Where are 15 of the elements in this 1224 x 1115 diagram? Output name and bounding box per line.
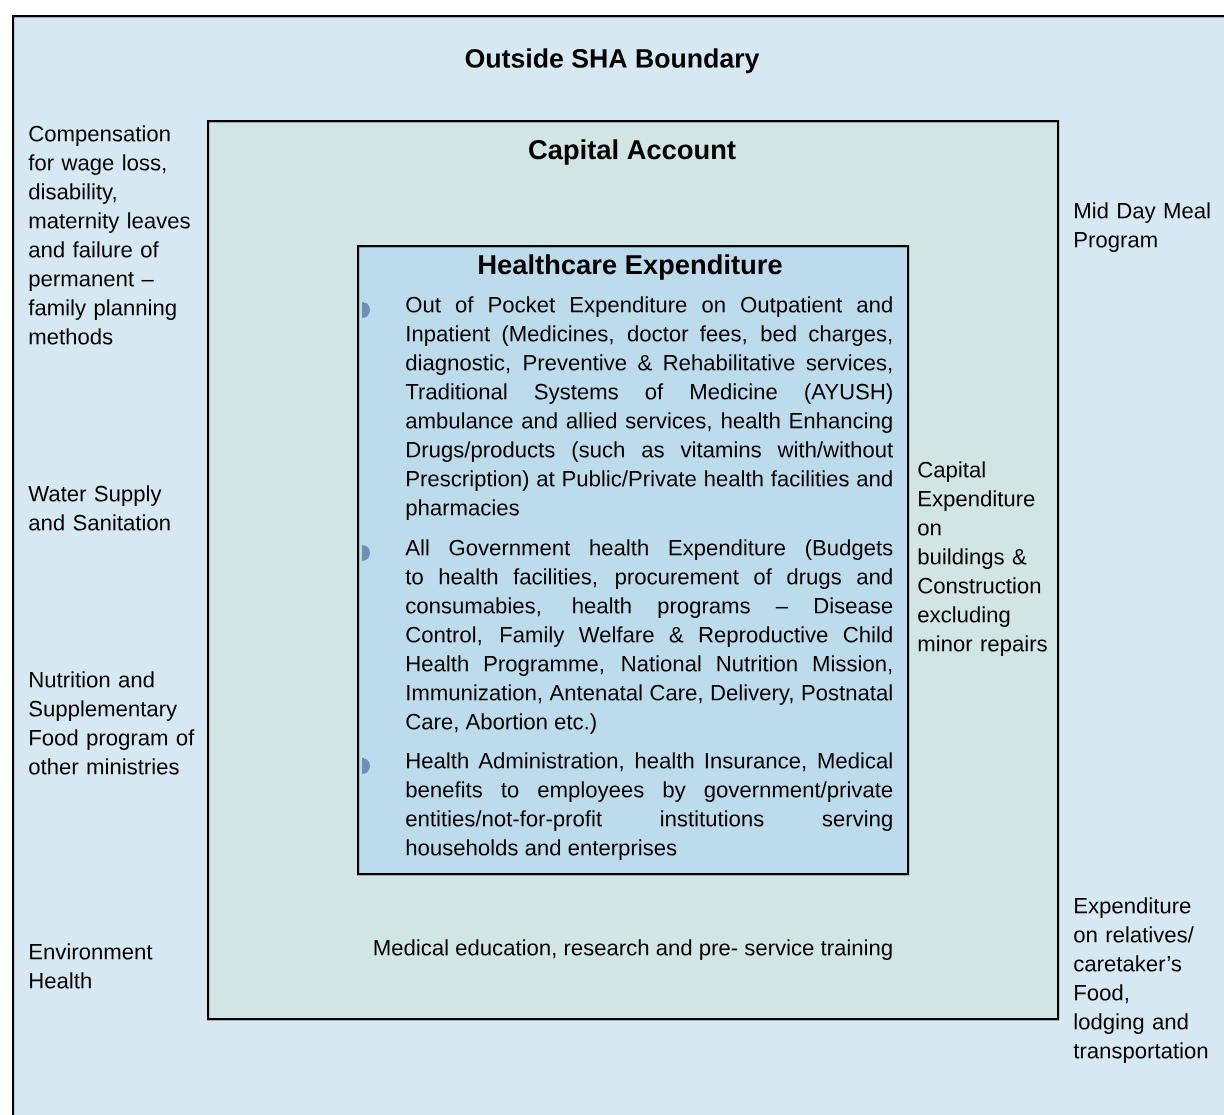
side-note: Mid Day Meal Program <box>1075 202 1210 252</box>
side-note: Capital Expenditure on buildings & Construction excluding minor repairs <box>918 461 1047 656</box>
side-note: Water Supply and Sanitation <box>28 485 170 531</box>
box-title: Healthcare Expenditure <box>479 254 782 280</box>
bullet-text: Out of Pocket Expenditure on Outpatient and Inpatient (Medicines, doctor fees, bed charges, diagnostic, Preventive & Rehabilitative services, Traditional Systems of Medicine (AYUSH) ambulance and allied services, health Enhancing Drugs/products (such as vitamins with/without Prescription) at Public/Private health facilities and pharmacies <box>405 296 894 520</box>
box-title: Capital Account <box>529 139 736 165</box>
box-note: Medical education, research and pre- service training <box>374 939 892 960</box>
side-note: Compensation for wage loss, disability, maternity leaves and failure of permanent – family planning methods <box>28 125 190 345</box>
side-note: Expenditure on relatives/ caretaker’s Food, lodging and transportation <box>1073 897 1208 1063</box>
box-title: Outside SHA Boundary <box>465 48 760 74</box>
bullet-text: Health Administration, health Insurance, Medical benefits to employees by government/private entities/not-for-profit institutions serving households and enterprises <box>406 752 893 860</box>
nested-box <box>357 245 910 876</box>
side-note: Environment Health <box>30 943 153 989</box>
bullet-text: All Government health Expenditure (Budgets to health facilities, procurement of drugs and consumabies, health programs – Disease Control, Family Welfare & Reproductive Child Health Programme, National Nutrition Mission, Immunization, Antenatal Care, Delivery, Postnatal Care, Abortion etc.) <box>405 539 893 734</box>
side-note: Nutrition and Supplementary Food program of other ministries <box>29 671 195 775</box>
